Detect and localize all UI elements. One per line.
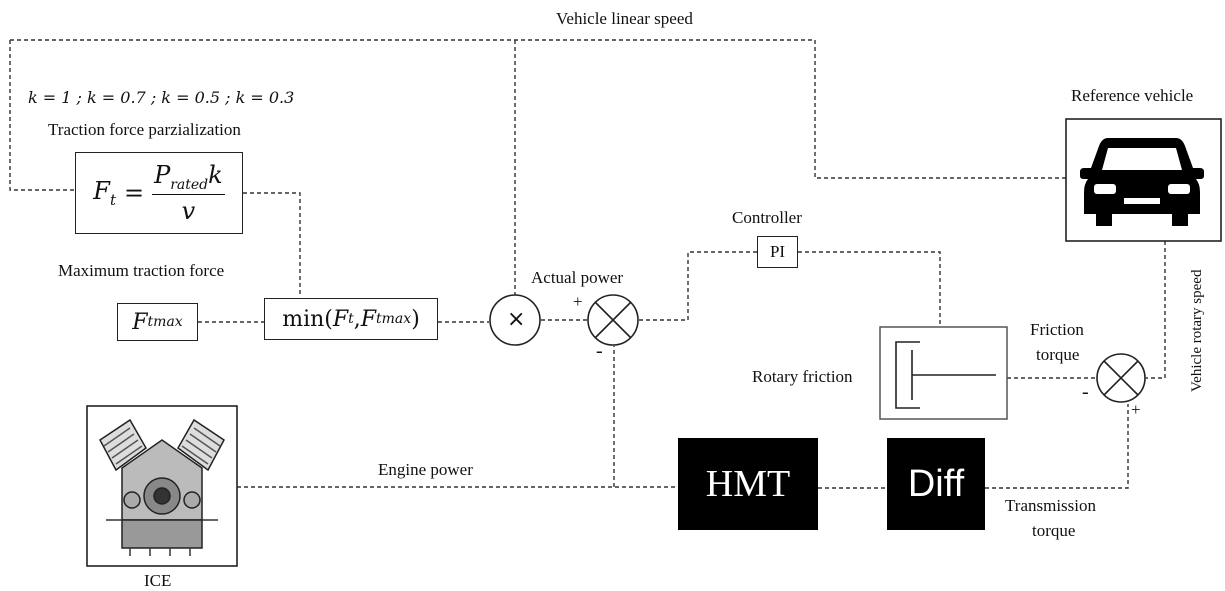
sum-plus-sign-power: + bbox=[573, 292, 583, 311]
formula-equals: = bbox=[123, 179, 145, 207]
label-transmission-torque-line1: Transmission bbox=[1005, 496, 1097, 515]
label-k-values: k = 1 ; k = 0.7 ; k = 0.5 ; k = 0.3 bbox=[28, 88, 295, 107]
label-traction-parzialization: Traction force parzialization bbox=[48, 120, 241, 139]
formula-numerator: Pratedk bbox=[152, 161, 225, 196]
formula-ft: Ft bbox=[93, 177, 116, 209]
label-vehicle-linear-speed: Vehicle linear speed bbox=[556, 9, 693, 28]
label-reference-vehicle: Reference vehicle bbox=[1071, 86, 1194, 105]
sum-minus-sign-torque: - bbox=[1082, 381, 1089, 403]
pi-controller-box: PI bbox=[757, 236, 798, 268]
label-maximum-traction-force: Maximum traction force bbox=[58, 261, 225, 280]
summing-junction-power bbox=[587, 294, 639, 346]
formula-denominator: v bbox=[181, 197, 196, 226]
wire-linear-speed-top bbox=[10, 39, 1068, 179]
engine-icon bbox=[99, 418, 225, 556]
wire-formula-to-min bbox=[243, 192, 301, 297]
label-friction-torque-line1: Friction bbox=[1030, 320, 1084, 339]
wire-linear-speed-left bbox=[9, 40, 75, 191]
label-vehicle-rotary-speed: Vehicle rotary speed bbox=[1189, 269, 1205, 392]
wire-diff-to-sum bbox=[985, 404, 1129, 489]
rotary-friction-symbol bbox=[879, 326, 1008, 420]
multiplier-junction bbox=[489, 294, 541, 346]
car-icon bbox=[1080, 138, 1204, 226]
multiplier-sign: × bbox=[507, 307, 526, 332]
label-controller: Controller bbox=[732, 208, 802, 227]
summing-junction-torque bbox=[1096, 353, 1146, 403]
wire-rotary-speed bbox=[1146, 241, 1166, 379]
sum-plus-sign-torque: + bbox=[1131, 400, 1141, 419]
traction-force-formula-box: Ft = Pratedk v bbox=[75, 152, 243, 234]
wire-sum-to-pi bbox=[639, 251, 757, 321]
formula-fraction: Pratedk v bbox=[152, 161, 225, 226]
diff-block: Diff bbox=[887, 438, 985, 530]
label-engine-power: Engine power bbox=[378, 460, 473, 479]
label-rotary-friction: Rotary friction bbox=[752, 367, 853, 386]
label-transmission-torque-line2: torque bbox=[1032, 521, 1076, 540]
label-actual-power: Actual power bbox=[531, 268, 624, 287]
label-friction-torque-line2: torque bbox=[1036, 345, 1080, 364]
sum-minus-sign-power: - bbox=[596, 340, 603, 362]
hmt-block: HMT bbox=[678, 438, 818, 530]
wire-pi-to-friction bbox=[798, 251, 941, 327]
label-ice: ICE bbox=[144, 571, 172, 590]
